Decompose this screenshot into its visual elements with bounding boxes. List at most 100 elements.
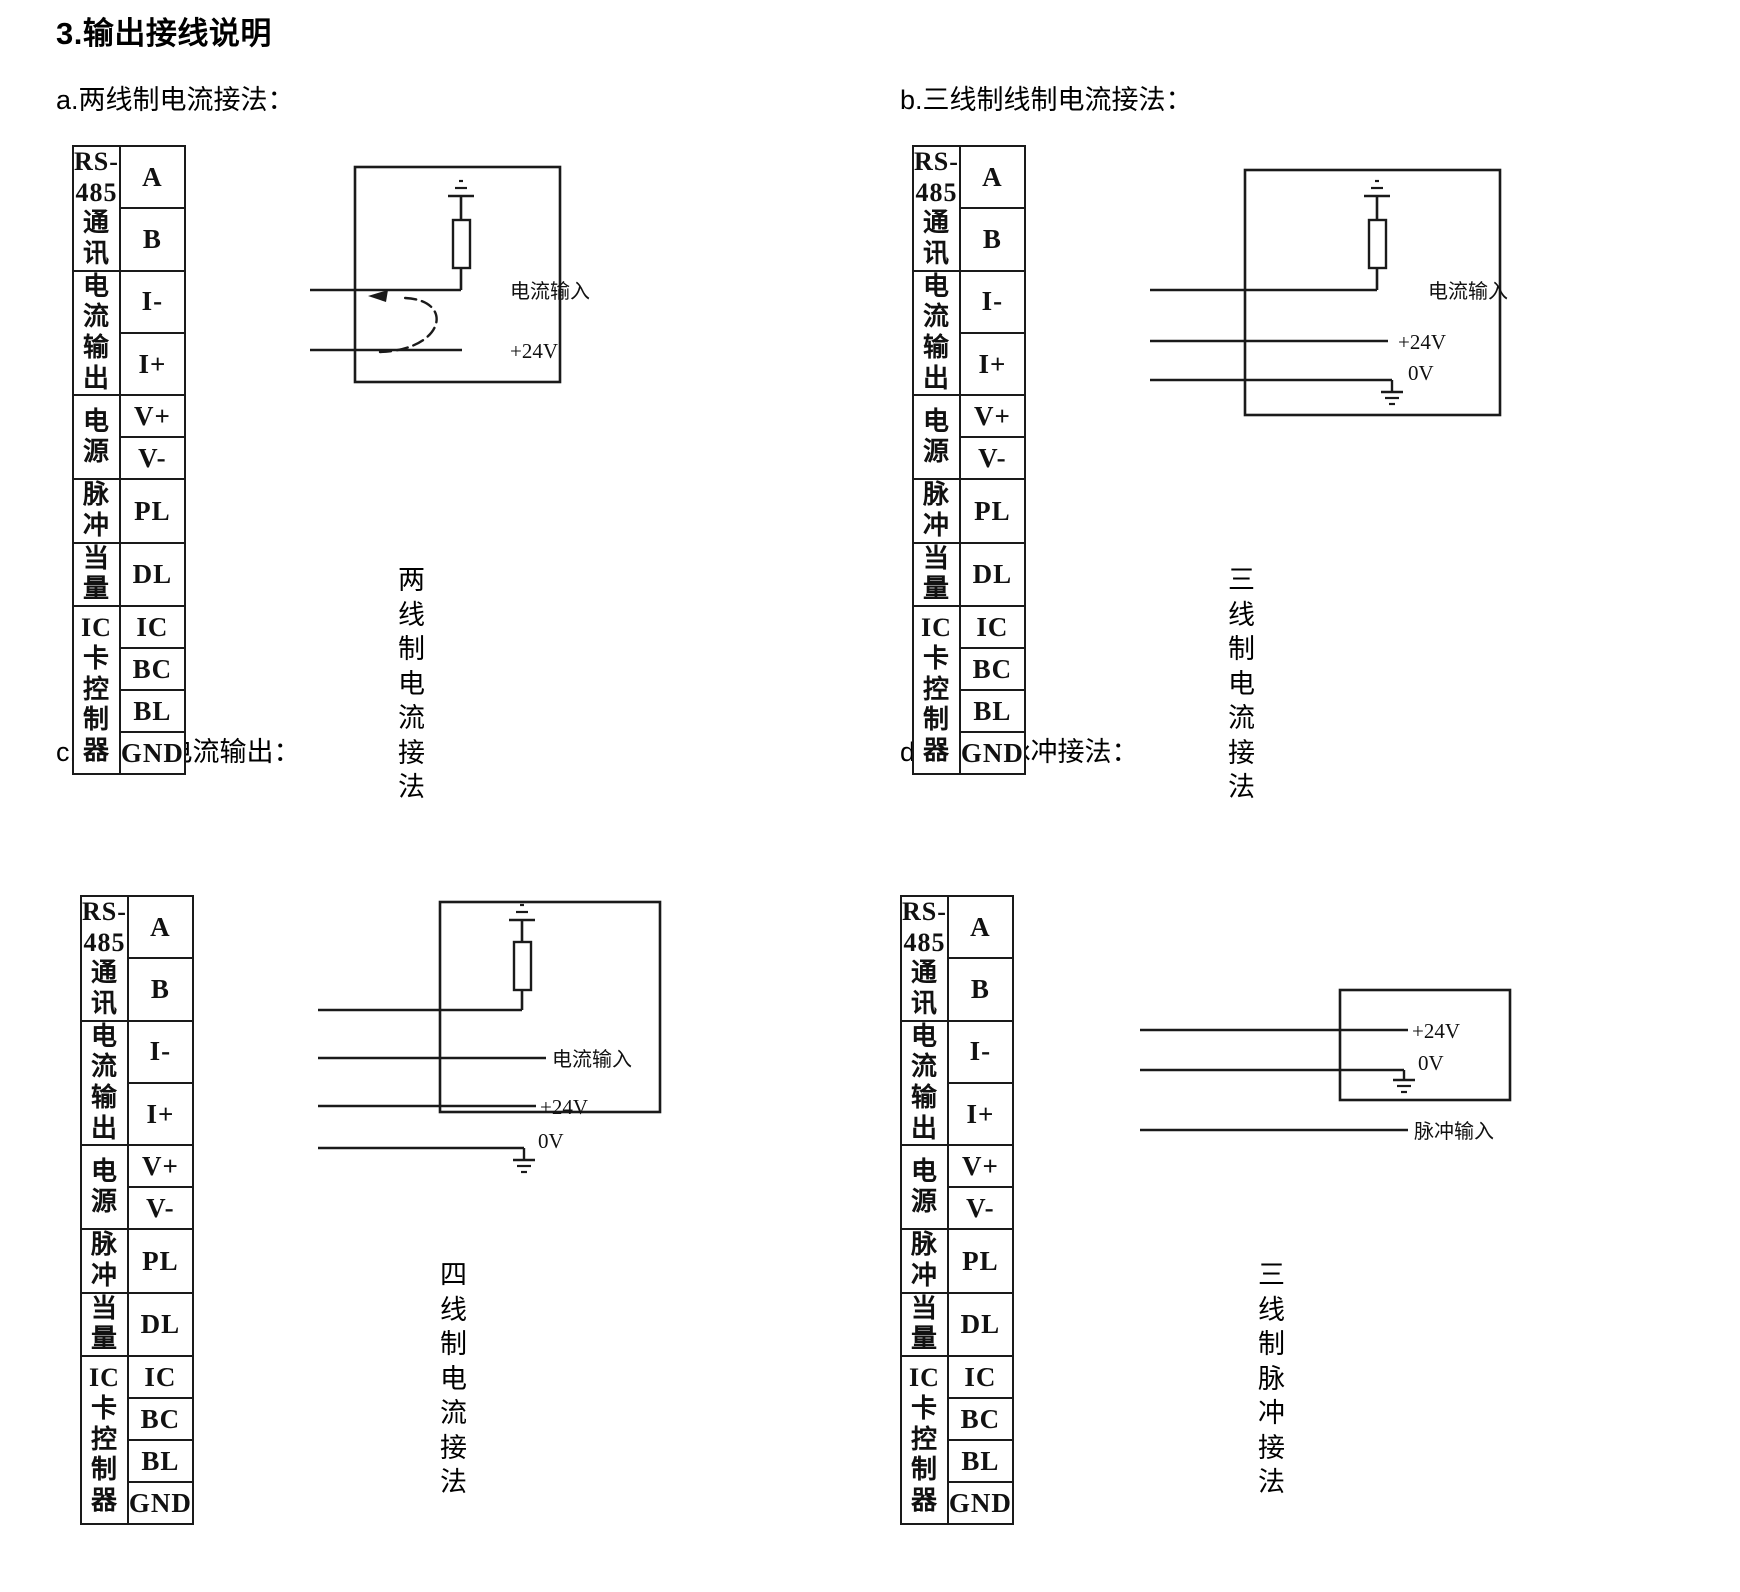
caption-a: 两线制电流接法 bbox=[398, 565, 425, 803]
group-label-current-output: 电流输出 bbox=[72, 269, 121, 397]
group-label-current-output: 电流输出 bbox=[900, 1019, 949, 1147]
caption-b: 三线制电流接法 bbox=[1228, 565, 1255, 803]
pin-a: A bbox=[946, 894, 1014, 960]
table-row: BL bbox=[901, 1439, 1014, 1484]
table-row: IC卡控制器 IC bbox=[900, 1355, 1014, 1526]
pin-pl: PL bbox=[118, 478, 186, 544]
group-label-equivalent: 当量 bbox=[900, 1291, 949, 1358]
pin-v-minus: V- bbox=[946, 1186, 1014, 1231]
group-label-power: 电源 bbox=[912, 394, 961, 481]
table-row: 电流输出 I- bbox=[900, 1019, 1014, 1147]
pin-gnd: GND bbox=[946, 1481, 1014, 1526]
group-label-pulse: 脉冲 bbox=[72, 478, 121, 544]
label-current-input: 电流输入 bbox=[510, 280, 590, 303]
label-current-input: 电流输入 bbox=[1428, 280, 1508, 303]
pin-i-minus: I- bbox=[946, 1019, 1014, 1085]
pin-ic: IC bbox=[118, 605, 186, 650]
pin-b: B bbox=[946, 957, 1014, 1022]
table-row: BC bbox=[81, 1397, 194, 1442]
table-row: B bbox=[901, 957, 1014, 1022]
group-label-equivalent: 当量 bbox=[912, 541, 961, 608]
pin-i-minus: I- bbox=[118, 269, 186, 335]
pin-pl: PL bbox=[958, 478, 1026, 544]
table-row: B bbox=[913, 207, 1026, 272]
group-label-pulse: 脉冲 bbox=[900, 1228, 949, 1294]
table-row: 脉冲 PL bbox=[72, 478, 186, 544]
group-label-ic-card: IC卡控制器 bbox=[912, 605, 961, 776]
group-label-pulse: 脉冲 bbox=[80, 1228, 129, 1294]
pin-b: B bbox=[958, 207, 1026, 272]
pin-bl: BL bbox=[118, 689, 186, 734]
device-box bbox=[438, 900, 662, 1114]
page-title: 3.输出接线说明 bbox=[56, 16, 272, 51]
pin-v-minus: V- bbox=[958, 436, 1026, 481]
pin-pl: PL bbox=[946, 1228, 1014, 1294]
pin-a: A bbox=[958, 144, 1026, 210]
table-row: BL bbox=[73, 689, 186, 734]
table-row: BC bbox=[73, 647, 186, 692]
table-row: 脉冲 PL bbox=[80, 1228, 194, 1294]
label-24v: +24V bbox=[510, 339, 558, 363]
table-row: V- bbox=[73, 436, 186, 481]
group-label-equivalent: 当量 bbox=[80, 1291, 129, 1358]
table-row: GND bbox=[901, 1481, 1014, 1526]
label-24v: +24V bbox=[1412, 1019, 1460, 1043]
pin-dl: DL bbox=[946, 1291, 1014, 1358]
group-label-pulse: 脉冲 bbox=[912, 478, 961, 544]
pin-v-minus: V- bbox=[118, 436, 186, 481]
label-current-input: 电流输入 bbox=[552, 1048, 632, 1071]
device-box bbox=[1338, 988, 1512, 1102]
table-row: 脉冲 PL bbox=[900, 1228, 1014, 1294]
pin-a: A bbox=[126, 894, 194, 960]
pin-gnd: GND bbox=[118, 731, 186, 776]
table-row: 当量 DL bbox=[912, 541, 1026, 608]
ground-icon bbox=[1364, 179, 1390, 198]
label-0v: 0V bbox=[538, 1129, 564, 1153]
table-row: 电流输出 I- bbox=[912, 269, 1026, 397]
table-row: V- bbox=[913, 436, 1026, 481]
pin-a: A bbox=[118, 144, 186, 210]
pin-dl: DL bbox=[118, 541, 186, 608]
table-row: B bbox=[81, 957, 194, 1022]
table-row: BC bbox=[901, 1397, 1014, 1442]
pin-ic: IC bbox=[126, 1355, 194, 1400]
pin-dl: DL bbox=[126, 1291, 194, 1358]
pin-v-plus: V+ bbox=[946, 1144, 1014, 1189]
caption-c: 四线制电流接法 bbox=[440, 1260, 467, 1498]
caption-d: 三线制脉冲接法 bbox=[1258, 1260, 1285, 1498]
table-row: GND bbox=[913, 731, 1026, 776]
label-0v: 0V bbox=[1418, 1051, 1444, 1075]
pin-dl: DL bbox=[958, 541, 1026, 608]
table-row: B bbox=[73, 207, 186, 272]
table-row: 电流输出 I- bbox=[72, 269, 186, 397]
table-row: 电源 V+ bbox=[72, 394, 186, 481]
pin-bc: BC bbox=[958, 647, 1026, 692]
table-row: 脉冲 PL bbox=[912, 478, 1026, 544]
label-24v: +24V bbox=[1398, 330, 1446, 354]
table-row: 电流输出 I- bbox=[80, 1019, 194, 1147]
group-label-power: 电源 bbox=[900, 1144, 949, 1231]
pin-bl: BL bbox=[126, 1439, 194, 1484]
label-0v: 0V bbox=[1408, 361, 1434, 385]
ground-icon bbox=[509, 903, 535, 922]
pin-bc: BC bbox=[126, 1397, 194, 1442]
schematic-b: 电流输入 +24V 0V bbox=[1150, 140, 1550, 430]
table-row: I+ bbox=[901, 1082, 1014, 1147]
device-box bbox=[1243, 168, 1502, 417]
ground-icon bbox=[448, 179, 474, 198]
label-24v: +24V bbox=[540, 1095, 588, 1119]
table-row: 当量 DL bbox=[80, 1291, 194, 1358]
pin-ic: IC bbox=[958, 605, 1026, 650]
pin-v-minus: V- bbox=[126, 1186, 194, 1231]
table-row: 当量 DL bbox=[72, 541, 186, 608]
table-row: 电源 V+ bbox=[900, 1144, 1014, 1231]
label-pulse-input: 脉冲输入 bbox=[1414, 1120, 1494, 1143]
pin-gnd: GND bbox=[126, 1481, 194, 1526]
resistor-symbol bbox=[512, 940, 533, 992]
